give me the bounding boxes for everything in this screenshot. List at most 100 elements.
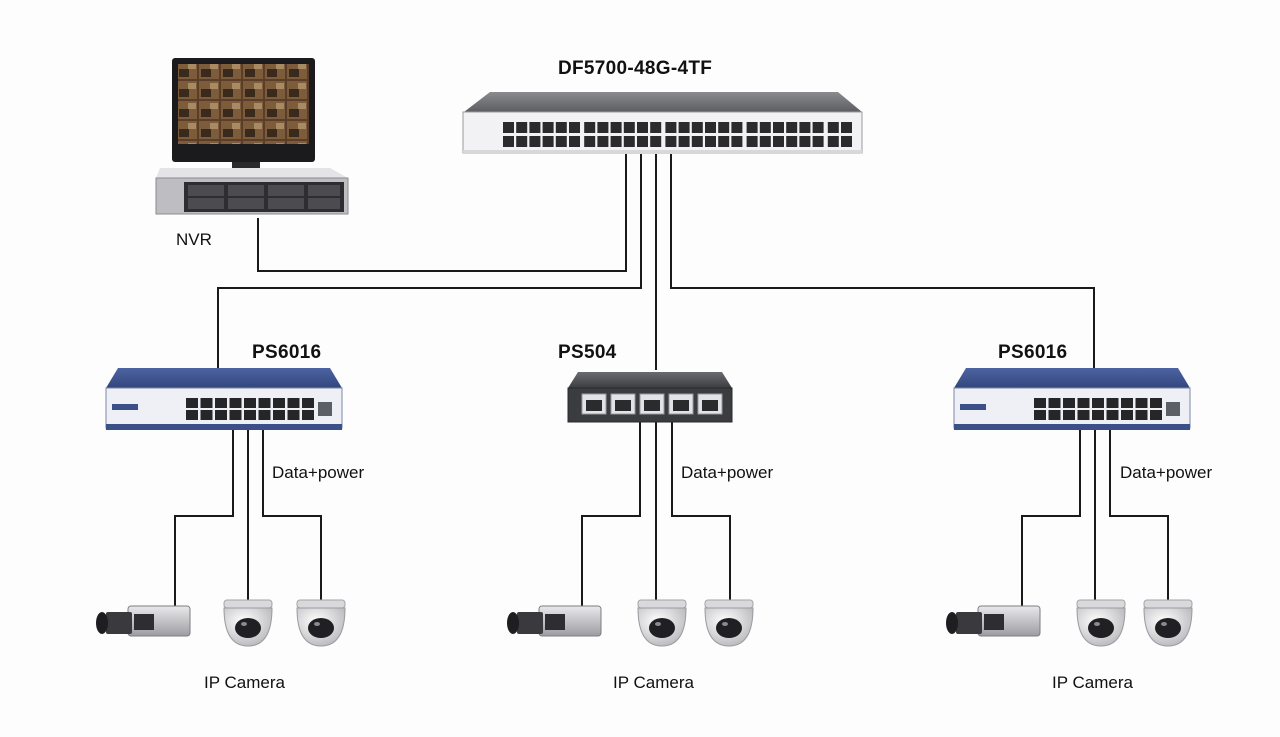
port [302, 410, 314, 420]
port [773, 122, 784, 133]
port [597, 122, 609, 133]
port [1048, 410, 1061, 420]
port [1092, 410, 1104, 420]
port [569, 136, 580, 147]
port [691, 136, 703, 147]
port [555, 122, 567, 133]
link-right-switch-to-box-camera [1021, 428, 1081, 606]
port [1135, 398, 1148, 408]
port [786, 136, 798, 147]
dome-camera-icon [1143, 599, 1193, 647]
link-right-switch-to-dome-2 [1109, 428, 1169, 606]
port [637, 136, 648, 147]
port [273, 410, 285, 420]
right-data-power-label: Data+power [1120, 463, 1213, 482]
port [1106, 398, 1119, 408]
left-data-power-label: Data+power [272, 463, 365, 482]
port [746, 122, 758, 133]
port [1150, 398, 1162, 408]
port [186, 410, 198, 420]
port [759, 122, 771, 133]
port [827, 136, 839, 147]
port [718, 122, 730, 133]
left-ip-camera-label: IP Camera [204, 673, 285, 692]
port [623, 122, 635, 133]
link-middle-switch-to-box-camera [581, 422, 641, 606]
port [1077, 398, 1090, 408]
core-switch [462, 92, 863, 154]
left-switch-model-label: PS6016 [252, 342, 322, 363]
port [637, 122, 648, 133]
nvr-recorder [155, 168, 349, 215]
link-core-to-right-switch [670, 152, 1095, 368]
port [1121, 410, 1133, 420]
port [812, 136, 824, 147]
port [1063, 410, 1075, 420]
port [516, 136, 528, 147]
port [1121, 398, 1133, 408]
port [1034, 398, 1046, 408]
port [287, 410, 300, 420]
connection-lines [174, 152, 1169, 606]
middle-data-power-label: Data+power [681, 463, 774, 482]
port [678, 136, 690, 147]
link-core-to-nvr [257, 152, 627, 272]
port [786, 122, 798, 133]
port [746, 136, 758, 147]
core-switch-model-label: DF5700-48G-4TF [558, 58, 713, 79]
port [841, 136, 852, 147]
port-socket [615, 400, 631, 411]
port [665, 136, 677, 147]
link-core-to-left-switch [217, 152, 642, 368]
port-socket [702, 400, 718, 411]
port [287, 398, 300, 408]
port [1150, 410, 1162, 420]
port [258, 398, 271, 408]
link-middle-switch-to-dome-2 [671, 422, 731, 606]
port [812, 122, 824, 133]
access-switch-right [953, 368, 1191, 430]
port [186, 398, 198, 408]
box-camera-icon [946, 605, 1041, 637]
nvr-monitor [172, 58, 315, 170]
uplink-port [1166, 402, 1180, 416]
nvr-label: NVR [176, 230, 212, 249]
port [718, 136, 730, 147]
port [731, 136, 743, 147]
port [503, 122, 514, 133]
port [229, 410, 242, 420]
port [597, 136, 609, 147]
port [542, 136, 554, 147]
port [705, 136, 716, 147]
dome-camera-icon [1076, 599, 1126, 647]
port [258, 410, 271, 420]
access-switch-right-ports [1034, 398, 1180, 420]
access-switch-left [105, 368, 343, 430]
port [542, 122, 554, 133]
port [584, 136, 596, 147]
port [705, 122, 716, 133]
port [1048, 398, 1061, 408]
port [691, 122, 703, 133]
brand-logo [112, 404, 138, 410]
box-camera-icon [96, 605, 191, 637]
port [1034, 410, 1046, 420]
port-socket [586, 400, 602, 411]
port [731, 122, 743, 133]
port [799, 136, 811, 147]
port [678, 122, 690, 133]
port [1063, 398, 1075, 408]
port [1092, 398, 1104, 408]
port [215, 410, 227, 420]
port [1077, 410, 1090, 420]
port [827, 122, 839, 133]
port-socket [673, 400, 689, 411]
port [529, 122, 541, 133]
port [302, 398, 314, 408]
port [650, 122, 662, 133]
port [200, 398, 213, 408]
port [773, 136, 784, 147]
dome-camera-icon [296, 599, 346, 647]
